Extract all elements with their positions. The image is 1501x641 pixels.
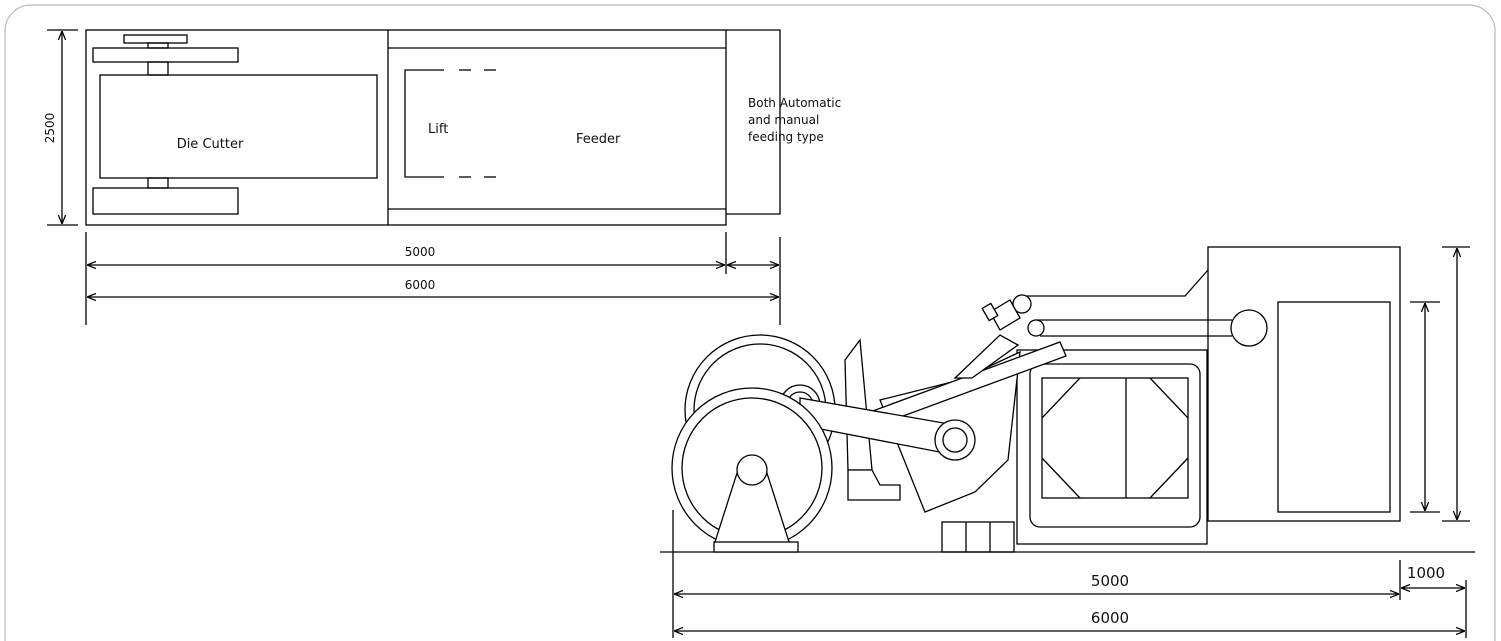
window-brace xyxy=(1041,377,1081,419)
top-belt xyxy=(1022,269,1209,297)
feeder-window xyxy=(1041,377,1189,499)
height-dimension-label: 2500 xyxy=(43,113,57,144)
dim-label-1000-side: 1000 xyxy=(1407,564,1445,582)
applicator-nozzle xyxy=(981,302,999,322)
window-brace xyxy=(1041,457,1081,499)
top-roller xyxy=(92,47,239,63)
feeding-note-line1: Both Automatic xyxy=(748,96,841,110)
guide-roller xyxy=(1012,294,1032,314)
side-view: 5000 1000 6000 xyxy=(660,246,1475,638)
front-hub xyxy=(736,454,768,486)
rear-bracket xyxy=(844,338,873,471)
top-shaft-lower xyxy=(147,61,169,76)
dim-label-5000: 5000 xyxy=(405,245,436,259)
feeder-cabinet xyxy=(1207,246,1401,522)
dim-label-6000: 6000 xyxy=(405,278,436,292)
drawing-border xyxy=(4,4,1496,641)
table-support xyxy=(953,334,1020,379)
window-brace xyxy=(1149,457,1189,499)
floor-block xyxy=(941,521,1015,553)
feeding-note-line3: feeding type xyxy=(748,130,824,144)
lift-label: Lift xyxy=(428,122,448,137)
top-shaft-upper xyxy=(147,42,169,49)
cabinet-panel xyxy=(1277,301,1391,513)
top-view: Die Cutter Lift Feeder Both Automatic an… xyxy=(43,29,841,325)
feeder-label: Feeder xyxy=(576,132,621,147)
applicator-head xyxy=(989,299,1021,331)
feed-roller xyxy=(1230,309,1268,347)
link-pivot-inner xyxy=(942,427,968,453)
die-cutter-label: Die Cutter xyxy=(177,137,244,152)
feeding-extension-outline xyxy=(726,29,781,215)
guide-roller xyxy=(1027,319,1045,337)
die-cutter-box xyxy=(99,74,378,179)
top-view-outline xyxy=(85,29,727,226)
lift-bracket xyxy=(404,69,444,178)
bottom-roller xyxy=(92,187,239,215)
wheel-base xyxy=(713,541,799,553)
bracket-foot xyxy=(847,469,901,501)
link-pivot xyxy=(934,419,976,461)
feeder-window-frame xyxy=(1029,363,1201,528)
window-brace xyxy=(1149,377,1189,419)
bottom-shaft xyxy=(147,177,169,189)
top-flywheel xyxy=(123,34,188,44)
dim-label-5000-side: 5000 xyxy=(1091,572,1129,590)
feeding-note-line2: and manual xyxy=(748,113,819,127)
feeder-base-box xyxy=(1016,349,1208,545)
dim-label-6000-side: 6000 xyxy=(1091,609,1129,627)
